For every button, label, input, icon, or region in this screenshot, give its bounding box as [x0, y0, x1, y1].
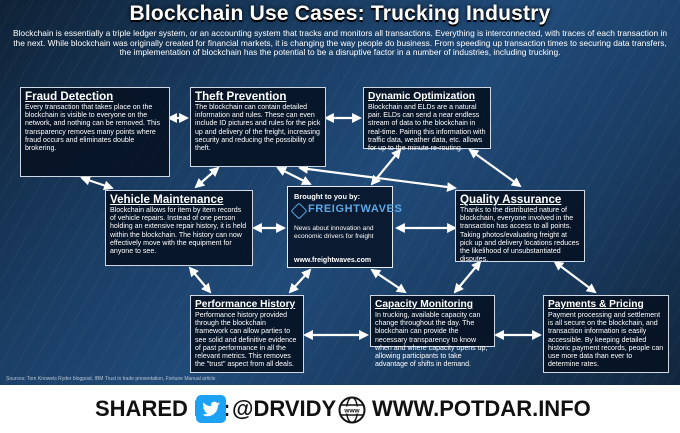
- twitter-bird-icon: [196, 395, 226, 423]
- arrow-fraud-vehicle: [80, 175, 114, 191]
- theft-prevention-heading: Theft Prevention: [195, 90, 287, 103]
- globe-www-icon: www: [338, 396, 366, 424]
- intro-text: Blockchain is essentially a triple ledge…: [12, 28, 668, 58]
- payments-pricing-body: Payment processing and settlement is all…: [548, 312, 664, 369]
- freightwaves-logo-icon: [290, 202, 308, 220]
- arrow-dynamic-quality: [468, 148, 522, 188]
- arrow-theft-vehicle: [194, 166, 220, 189]
- www-badge-text: www: [343, 408, 360, 415]
- brought-to-you-label: Brought to you by:: [294, 192, 361, 201]
- vehicle-maintenance-heading: Vehicle Maintenance: [110, 193, 224, 206]
- twitter-handle[interactable]: @DRVIDY: [232, 396, 337, 421]
- payments-pricing-box: Payments & Pricing Payment processing an…: [543, 295, 669, 373]
- performance-history-box: Performance History Performance history …: [190, 295, 304, 373]
- quality-assurance-body: Thanks to the distributed nature of bloc…: [460, 207, 580, 264]
- dynamic-optimization-heading: Dynamic Optimization: [368, 91, 475, 102]
- dynamic-optimization-body: Blockchain and ELDs are a natural pair. …: [368, 104, 486, 153]
- freightwaves-sponsor-box: Brought to you by: FREIGHTWAVES News abo…: [287, 186, 402, 268]
- capacity-monitoring-box: Capacity Monitoring In trucking, availab…: [370, 295, 495, 368]
- freightwaves-logo: FREIGHTWAVES: [290, 202, 402, 220]
- vehicle-maintenance-body: Blockchain allows for item by item recor…: [110, 207, 247, 256]
- arrow-quality-payments: [553, 260, 597, 294]
- freightwaves-description: News about innovation and economic drive…: [294, 225, 374, 240]
- arrow-vehicle-performance: [188, 266, 212, 294]
- theft-prevention-box: Theft Prevention The blockchain can cont…: [190, 87, 326, 167]
- page-title: Blockchain Use Cases: Trucking Industry: [129, 2, 551, 25]
- arrow-center-capacity: [370, 268, 407, 294]
- arrow-center-performance: [288, 268, 312, 294]
- vehicle-maintenance-box: Vehicle Maintenance Blockchain allows fo…: [105, 190, 253, 266]
- arrow-center-theft: [276, 167, 312, 185]
- fraud-detection-box: Fraud Detection Every transaction that t…: [20, 87, 170, 177]
- arrow-quality-capacity: [453, 260, 482, 294]
- website-link[interactable]: WWW.POTDAR.INFO: [372, 396, 591, 421]
- freightwaves-url[interactable]: www.freightwaves.com: [294, 257, 372, 264]
- theft-prevention-body: The blockchain can contain detailed info…: [195, 104, 321, 153]
- performance-history-body: Performance history provided through the…: [195, 312, 297, 369]
- quality-assurance-box: Quality Assurance Thanks to the distribu…: [455, 190, 585, 264]
- performance-history-heading: Performance History: [195, 299, 296, 310]
- quality-assurance-heading: Quality Assurance: [460, 193, 562, 206]
- dynamic-optimization-box: Dynamic Optimization Blockchain and ELDs…: [363, 87, 491, 152]
- freightwaves-logo-text: FREIGHTWAVES: [308, 203, 403, 215]
- arrow-center-dynamic: [370, 148, 402, 186]
- capacity-monitoring-heading: Capacity Monitoring: [375, 299, 473, 310]
- capacity-monitoring-body: In trucking, available capacity can chan…: [375, 312, 488, 369]
- sources-note: Sources: Tom Knowels Ryder blogpost, IBM…: [6, 376, 216, 382]
- fraud-detection-heading: Fraud Detection: [25, 90, 114, 103]
- fraud-detection-body: Every transaction that takes place on th…: [25, 104, 161, 153]
- payments-pricing-heading: Payments & Pricing: [548, 299, 644, 310]
